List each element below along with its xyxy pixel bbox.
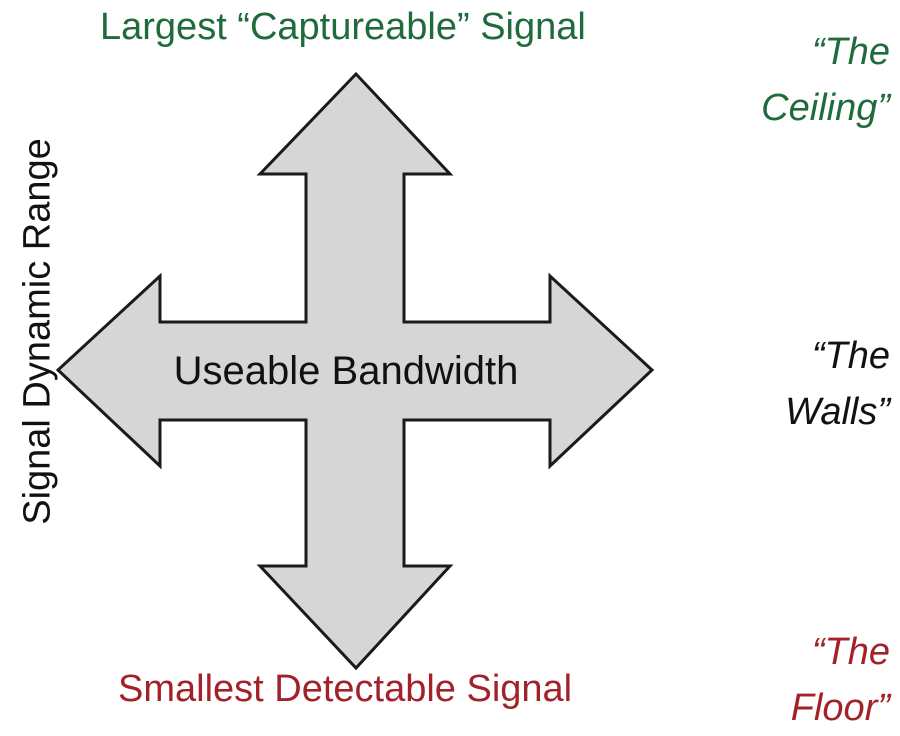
side-label-floor: “The Floor” <box>791 624 890 736</box>
ceiling-line-2: Ceiling” <box>761 87 890 129</box>
side-label-walls: “The Walls” <box>785 328 890 440</box>
side-label-ceiling: “The Ceiling” <box>761 24 890 136</box>
floor-line-1: “The <box>811 631 890 673</box>
floor-line-2: Floor” <box>790 687 890 729</box>
ceiling-line-1: “The <box>811 31 890 73</box>
four-way-arrow-shape <box>55 71 655 671</box>
y-axis-label: Signal Dynamic Range <box>16 138 59 525</box>
walls-line-1: “The <box>811 335 890 377</box>
top-label-largest-signal: Largest “Captureable” Signal <box>100 6 586 48</box>
bottom-label-smallest-signal: Smallest Detectable Signal <box>118 668 573 710</box>
walls-line-2: Walls” <box>785 391 890 433</box>
center-label: Useable Bandwidth <box>174 349 519 393</box>
